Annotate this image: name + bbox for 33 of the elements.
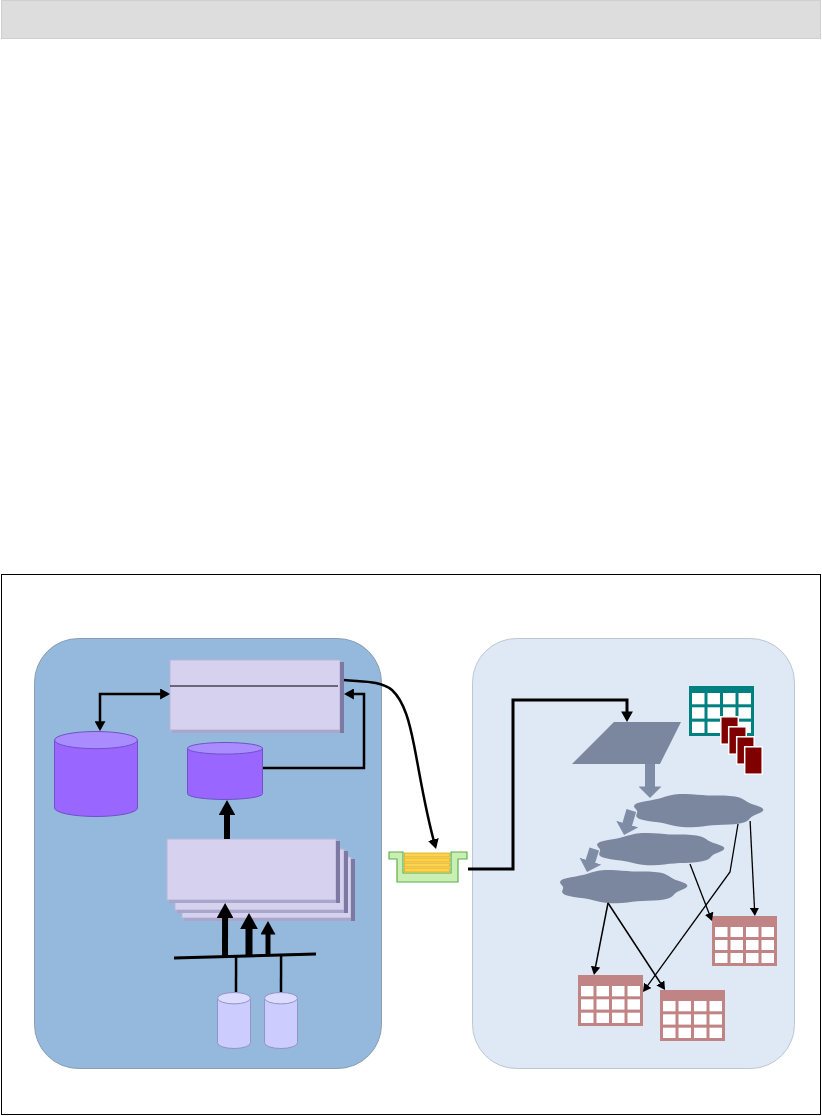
arrow	[643, 823, 739, 992]
connector-line	[234, 956, 238, 992]
arrow	[607, 902, 665, 991]
database-cylinder	[187, 742, 263, 800]
tray-icon	[388, 849, 468, 883]
arrow	[263, 688, 366, 770]
table-icon	[712, 916, 777, 966]
disk-cylinder	[264, 992, 298, 1049]
arrow	[689, 863, 714, 921]
thick-arrow	[239, 913, 259, 956]
thick-arrow	[638, 764, 662, 798]
table-icon	[578, 975, 643, 1026]
parallelogram	[572, 722, 681, 764]
database-cylinder	[54, 731, 138, 817]
thick-arrow	[616, 809, 639, 836]
connector-line	[279, 956, 283, 992]
stacked-process-boxes	[167, 839, 355, 921]
arrow	[343, 678, 439, 850]
table-icon	[660, 990, 725, 1041]
panel	[472, 638, 795, 1069]
double-arrow	[94, 688, 171, 732]
bus-line	[174, 952, 316, 960]
thick-arrow	[260, 921, 276, 956]
disk-cylinder	[217, 992, 251, 1049]
panel	[34, 638, 382, 1069]
arrow	[749, 820, 759, 916]
thick-arrow	[218, 800, 236, 839]
process-box	[170, 660, 344, 733]
thick-arrow	[216, 903, 234, 956]
arrow	[468, 698, 633, 871]
document-stack-icon	[720, 716, 763, 775]
thick-arrow	[579, 847, 602, 873]
arrow	[590, 902, 609, 975]
